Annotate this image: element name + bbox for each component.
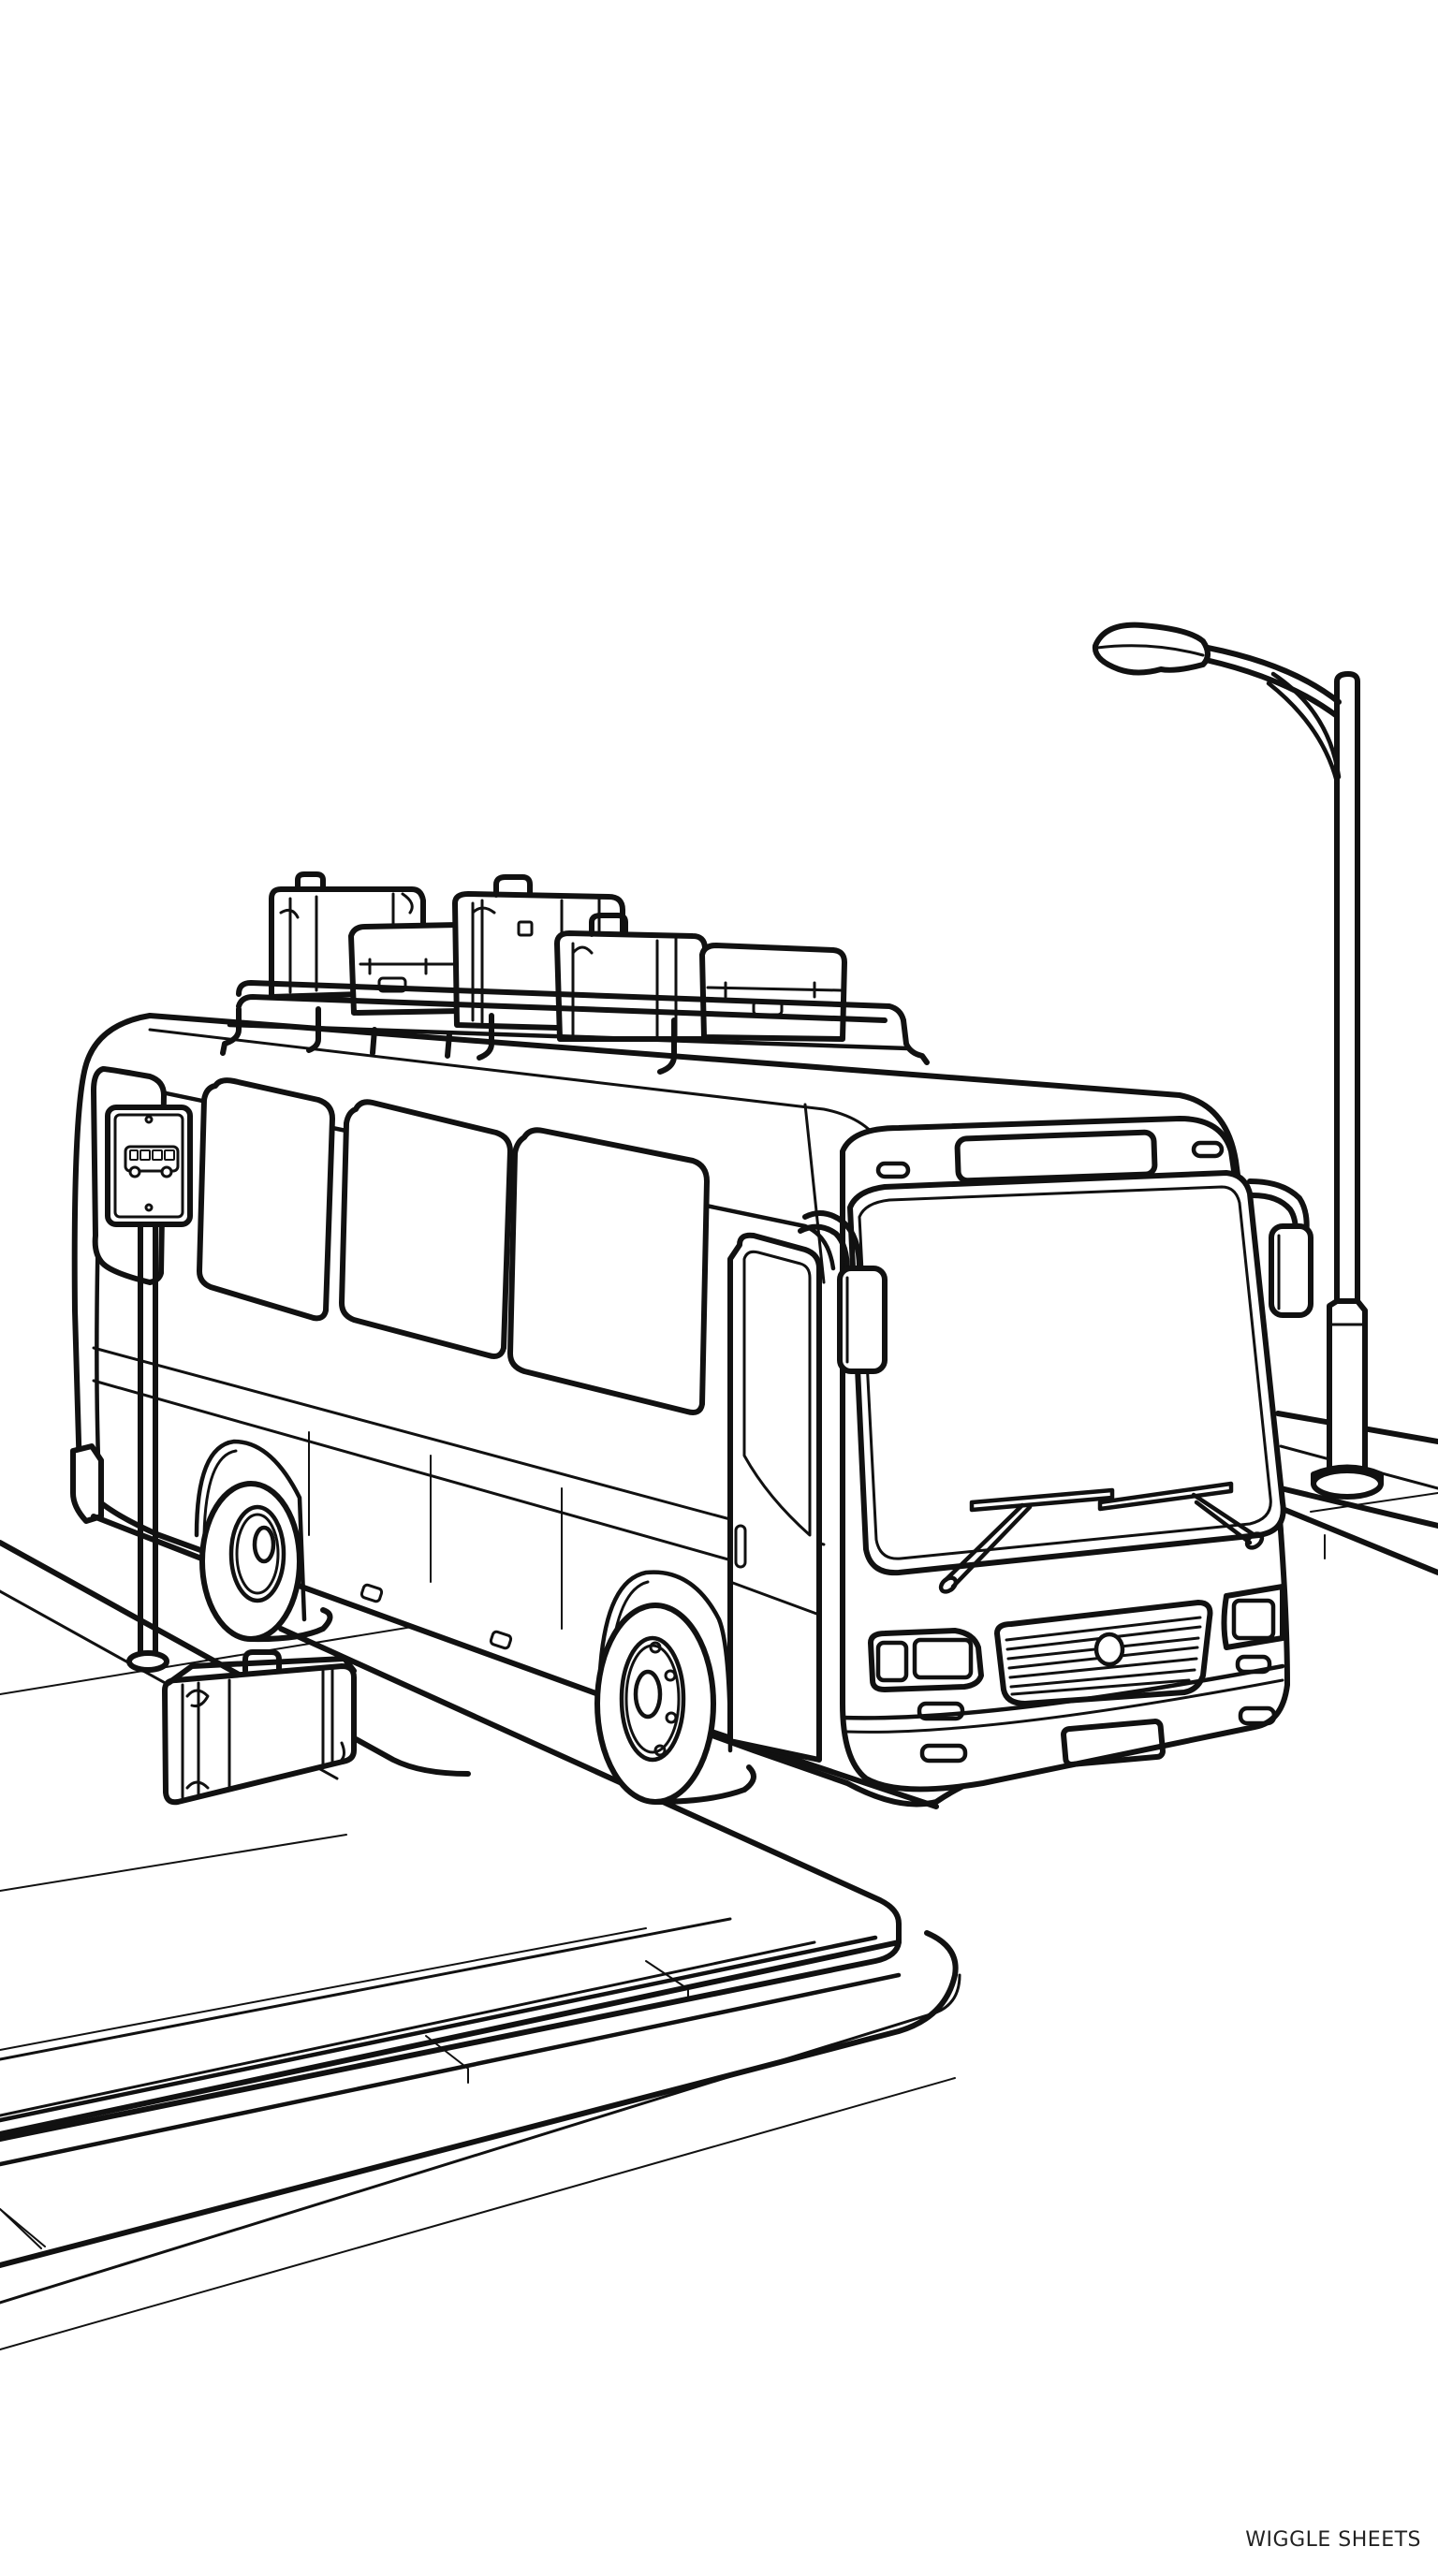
- ground-suitcase: [162, 1649, 357, 1806]
- watermark: WIGGLE SHEETS: [1245, 2528, 1421, 2552]
- roof-suitcase-4: [554, 913, 710, 1042]
- bus-icon: [124, 1145, 180, 1178]
- headlights: [868, 1584, 1285, 1692]
- windshield-wipers: [938, 1481, 1265, 1594]
- license-plate: [1061, 1719, 1166, 1767]
- front-grille: [994, 1600, 1213, 1706]
- bus-stop-sign: [105, 1105, 193, 1673]
- rear-wheel: [194, 1439, 333, 1643]
- bus: [70, 1013, 1313, 1809]
- roof-rack: [220, 871, 930, 1075]
- bus-front: [840, 1116, 1290, 1793]
- side-windows: [91, 1066, 710, 1415]
- grille-emblem: [1093, 1632, 1125, 1667]
- side-mirrors: [798, 1178, 1313, 1374]
- windshield: [847, 1170, 1286, 1576]
- sidewalk: [0, 1411, 1438, 2350]
- roof-suitcase-5: [699, 943, 847, 1042]
- front-door: [727, 1232, 822, 1763]
- front-wheel: [594, 1570, 756, 1805]
- street-lamp: [1092, 622, 1384, 1500]
